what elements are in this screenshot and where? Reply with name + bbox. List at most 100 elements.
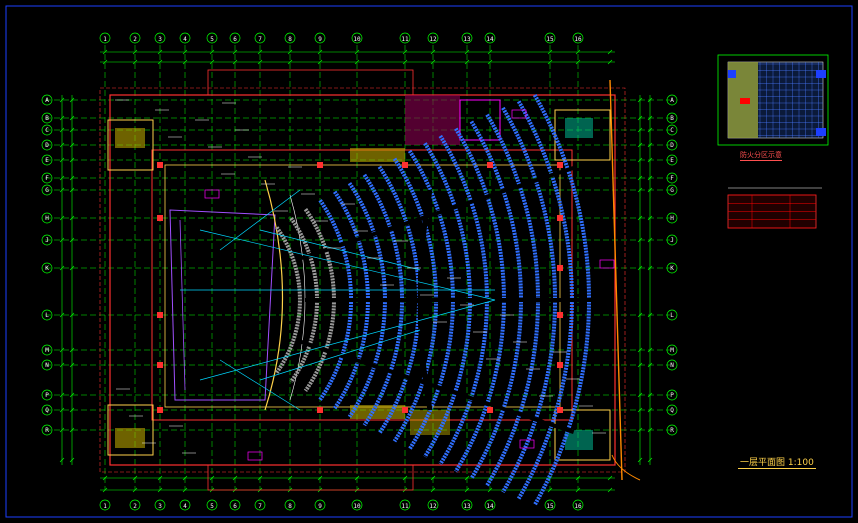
axis-label-left: F — [45, 175, 49, 182]
dimension-tick — [59, 187, 65, 193]
column — [557, 312, 563, 318]
axis-label-bottom: 11 — [401, 503, 409, 510]
axis-bubble-left — [41, 424, 53, 436]
axis-label-right: P — [670, 392, 674, 399]
dimension-tick — [354, 59, 360, 65]
axis-bubble-top — [572, 32, 584, 44]
axis-label-left: C — [45, 127, 49, 134]
axis-bubble-left — [41, 154, 53, 166]
annotations — [115, 99, 615, 461]
dimension-tick — [209, 49, 215, 55]
door-marker — [519, 439, 535, 449]
dimension-tick — [464, 49, 470, 55]
axis-label-bottom: 12 — [429, 503, 437, 510]
axis-bubble-top — [284, 32, 296, 44]
axis-bubble-top — [427, 32, 439, 44]
axis-label-top: 6 — [233, 36, 237, 43]
legend-table — [727, 187, 822, 229]
dimension-tick — [209, 59, 215, 65]
dimension-tick — [102, 49, 108, 55]
dimension-tick — [59, 362, 65, 368]
dimension-tick — [157, 59, 163, 65]
axis-label-top: 2 — [133, 36, 137, 43]
dimension-tick — [464, 59, 470, 65]
axis-label-right: C — [670, 127, 674, 134]
axis-label-right: H — [670, 215, 674, 222]
axis-label-bottom: 6 — [233, 503, 237, 510]
axis-label-top: 3 — [158, 36, 162, 43]
axis-bubble-left — [41, 212, 53, 224]
axis-bubble-bottom — [154, 499, 166, 511]
axis-bubble-right — [666, 344, 678, 356]
axis-bubble-right — [666, 139, 678, 151]
axis-bubble-top — [399, 32, 411, 44]
door-marker — [247, 451, 263, 461]
axis-bubble-bottom — [229, 499, 241, 511]
axis-label-bottom: 2 — [133, 503, 137, 510]
axis-label-top: 8 — [288, 36, 292, 43]
dimension-tick — [232, 59, 238, 65]
axis-bubble-left — [41, 309, 53, 321]
axis-label-left: L — [45, 312, 49, 319]
key-plan-caption: 防火分区示意 — [740, 151, 782, 161]
grid-axes: 1122334455667788991010111112121313141415… — [41, 32, 678, 511]
dimension-tick — [69, 457, 75, 463]
seat-row — [485, 113, 540, 487]
dimension-tick — [59, 175, 65, 181]
axis-label-bottom: 7 — [258, 503, 262, 510]
axis-bubble-top — [154, 32, 166, 44]
axis-bubble-bottom — [314, 499, 326, 511]
axis-bubble-top — [229, 32, 241, 44]
axis-label-top: 11 — [401, 36, 409, 43]
column — [157, 162, 163, 168]
dimension-tick — [607, 49, 613, 55]
axis-label-bottom: 13 — [463, 503, 471, 510]
axis-bubble-right — [666, 389, 678, 401]
column — [557, 362, 563, 368]
axis-label-left: P — [45, 392, 49, 399]
dimension-tick — [287, 59, 293, 65]
axis-bubble-left — [41, 139, 53, 151]
axis-label-left: K — [45, 265, 49, 272]
axis-bubble-left — [41, 389, 53, 401]
aisle — [297, 338, 575, 435]
dimension-tick — [575, 59, 581, 65]
dimension-tick — [402, 49, 408, 55]
axis-bubble-bottom — [206, 499, 218, 511]
axis-bubble-right — [666, 212, 678, 224]
axis-bubble-top — [351, 32, 363, 44]
dimension-tick — [317, 59, 323, 65]
key-plan-marker — [740, 98, 750, 104]
sheet-border — [5, 5, 853, 518]
dimension-tick — [59, 157, 65, 163]
axis-label-left: B — [45, 115, 49, 122]
axis-bubble-top — [314, 32, 326, 44]
axis-bubble-right — [666, 424, 678, 436]
axis-bubble-bottom — [484, 499, 496, 511]
door-marker — [204, 189, 220, 199]
axis-bubble-bottom — [179, 499, 191, 511]
cross-aisle — [417, 189, 433, 411]
axis-label-left: R — [45, 427, 49, 434]
auditorium-seating — [275, 94, 595, 506]
axis-label-bottom: 3 — [158, 503, 162, 510]
column — [487, 162, 493, 168]
axis-bubble-left — [41, 234, 53, 246]
axis-label-right: G — [670, 187, 674, 194]
dimension-tick — [637, 457, 643, 463]
axis-bubble-left — [41, 94, 53, 106]
aisle — [297, 165, 575, 262]
dimension-tick — [182, 59, 188, 65]
door-marker — [511, 109, 527, 119]
dimension-tick — [59, 97, 65, 103]
axis-label-top: 12 — [429, 36, 437, 43]
axis-bubble-bottom — [544, 499, 556, 511]
axis-bubble-right — [666, 154, 678, 166]
axis-label-right: L — [670, 312, 674, 319]
dimension-tick — [257, 49, 263, 55]
axis-bubble-bottom — [254, 499, 266, 511]
key-plan — [717, 54, 829, 146]
dimension-tick — [354, 49, 360, 55]
axis-label-top: 10 — [353, 36, 361, 43]
axis-label-right: N — [670, 362, 674, 369]
